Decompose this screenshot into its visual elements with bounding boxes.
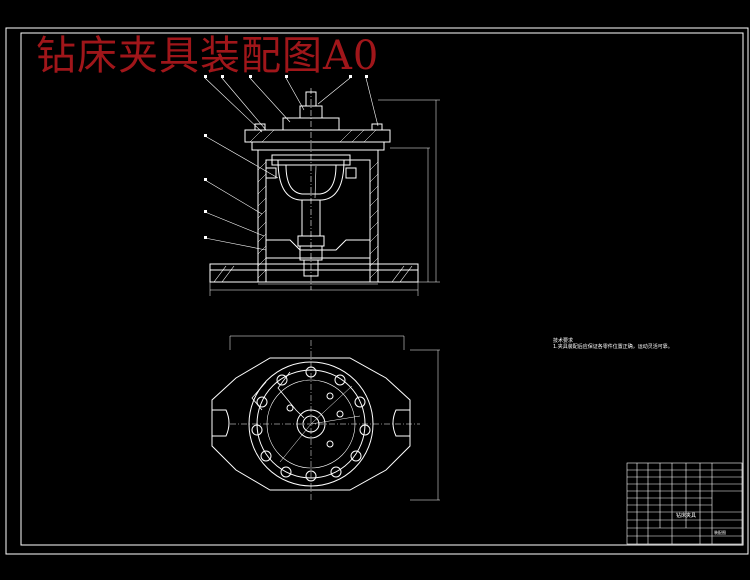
section-view bbox=[204, 75, 440, 296]
title-block-name: 钻床夹具 bbox=[676, 513, 697, 519]
technical-requirements-line: 1.夹具装配后应保证各零件位置正确，运动灵活可靠。 bbox=[553, 344, 673, 350]
outer-frame bbox=[5, 27, 749, 555]
technical-requirements: 技术要求 1.夹具装配后应保证各零件位置正确，运动灵活可靠。 bbox=[553, 338, 673, 350]
inner-frame bbox=[20, 32, 744, 546]
technical-requirements-heading: 技术要求 bbox=[553, 338, 574, 344]
base-hatch bbox=[213, 265, 413, 283]
drawing-title: 钻床夹具装配图A0 bbox=[36, 33, 380, 79]
body-hatch bbox=[257, 161, 379, 279]
plate-hatch bbox=[249, 129, 377, 143]
leader-lines bbox=[204, 77, 379, 251]
plan-view bbox=[211, 335, 440, 501]
part-numbers bbox=[204, 75, 368, 239]
title-block-grid bbox=[626, 462, 743, 545]
title-block-type: 装配图 bbox=[714, 530, 726, 535]
